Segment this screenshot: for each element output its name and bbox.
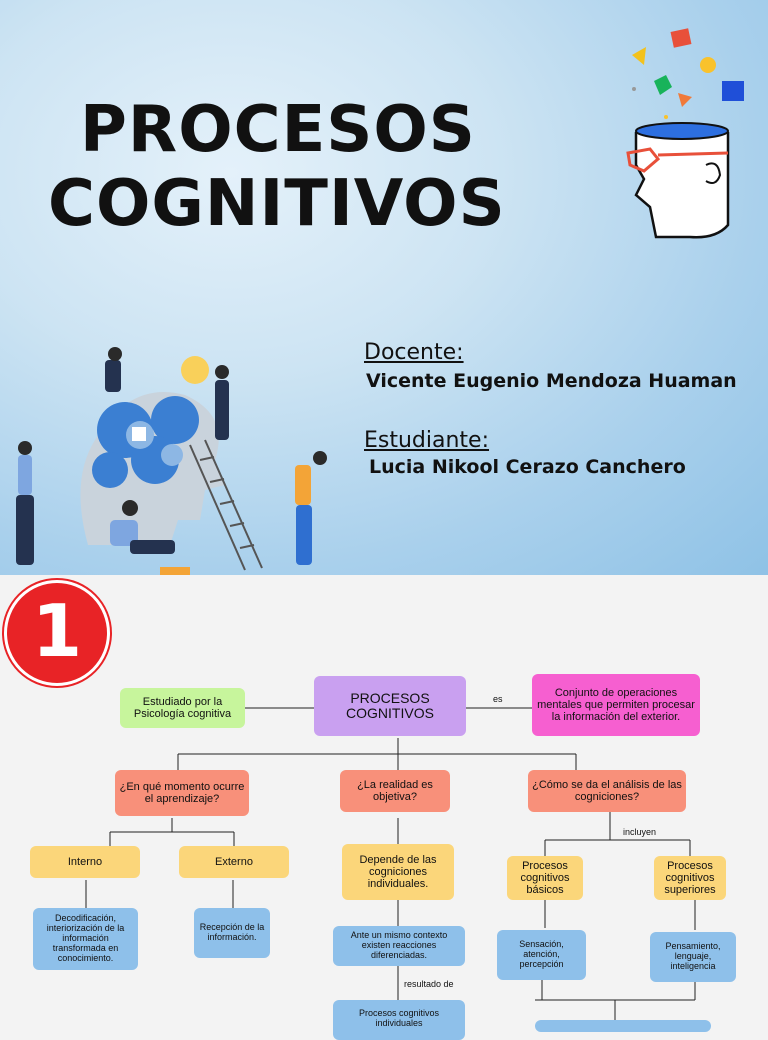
resultado-label: resultado de (404, 979, 454, 989)
studied-node: Estudiado por la Psicología cognitiva (120, 688, 245, 728)
title-line-2: COGNITIVOS (48, 167, 506, 241)
procesos-individuales-node: Procesos cognitivos individuales (333, 1000, 465, 1040)
badge-number: 1 (31, 589, 83, 673)
basicos-description: Sensación, atención, percepción (497, 930, 586, 980)
question-reality-node: ¿La realidad es objetiva? (340, 770, 450, 812)
definition-node: Conjunto de operaciones mentales que per… (532, 674, 700, 736)
cover-slide: PROCESOS COGNITIVOS (0, 0, 768, 575)
interno-node: Interno (30, 846, 140, 878)
slide-number-badge: 1 (4, 580, 110, 686)
central-node: PROCESOS COGNITIVOS (314, 676, 466, 736)
title-line-1: PROCESOS (80, 93, 476, 167)
superiores-node: Procesos cognitivos superiores (654, 856, 726, 900)
es-label: es (493, 694, 503, 704)
next-node-partial (535, 1020, 711, 1032)
docente-name: Vicente Eugenio Mendoza Huaman (366, 370, 737, 392)
docente-label: Docente: (364, 340, 464, 365)
question-when-node: ¿En qué momento ocurre el aprendizaje? (115, 770, 249, 816)
basicos-node: Procesos cognitivos básicos (507, 856, 583, 900)
incluyen-label: incluyen (623, 827, 657, 837)
externo-node: Externo (179, 846, 289, 878)
superiores-description: Pensamiento, lenguaje, inteligencia (650, 932, 736, 982)
question-analysis-node: ¿Cómo se da el análisis de las cognicion… (528, 770, 686, 812)
ante-node: Ante un mismo contexto existen reaccione… (333, 926, 465, 966)
brain-team-illustration (16, 347, 327, 575)
externo-description: Recepción de la información. (194, 908, 270, 958)
head-illustration (626, 28, 744, 239)
estudiante-label: Estudiante: (364, 428, 490, 453)
interno-description: Decodificación, interiorización de la in… (33, 908, 138, 970)
estudiante-name: Lucia Nikool Cerazo Canchero (369, 456, 686, 478)
depende-node: Depende de las cogniciones individuales. (342, 844, 454, 900)
